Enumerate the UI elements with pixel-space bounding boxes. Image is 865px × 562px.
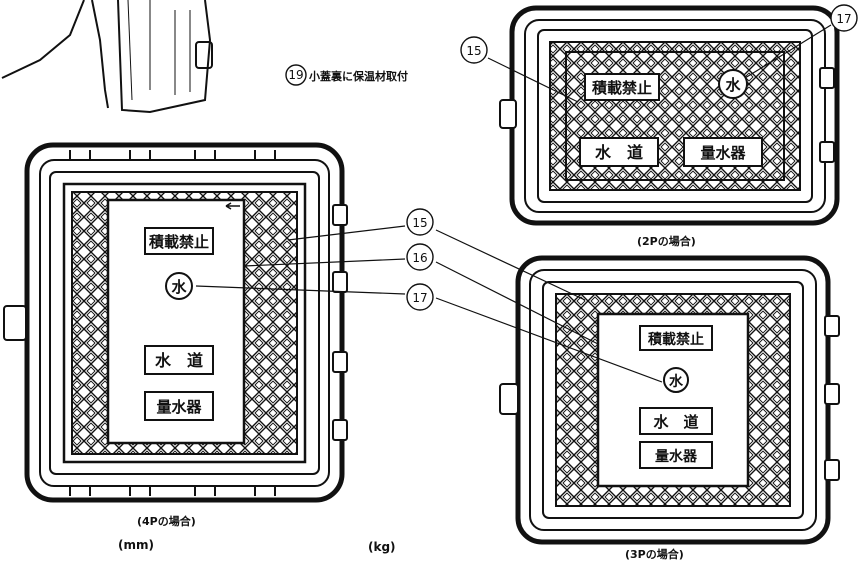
meter-label: 量水器 (156, 398, 202, 416)
no-load-label: 積載禁止 (591, 79, 652, 97)
note-19-text: 小蓋裏に保温材取付 (309, 70, 408, 83)
water-symbol: 水 (725, 76, 741, 94)
note-number: 19 (288, 68, 303, 82)
waterworks-label: 水 道 (595, 143, 643, 162)
meter-label: 量水器 (700, 144, 746, 162)
box-2p: 積載禁止 水 水 道 量水器 (499, 5, 840, 226)
meter-label: 量水器 (655, 448, 698, 465)
callout-17-left: 17 (406, 283, 434, 311)
callout-number: 17 (412, 291, 427, 305)
callout-15-top: 15 (460, 36, 488, 64)
unit-mm: (mm) (118, 538, 154, 552)
side-view (1, 0, 213, 114)
water-symbol: 水 (669, 373, 684, 390)
plate-3p: 積載禁止 水 水 道 量水器 (639, 325, 713, 469)
callout-number: 15 (466, 44, 481, 58)
callout-number: 16 (412, 251, 427, 265)
callout-17-top: 17 (830, 4, 858, 32)
water-symbol: 水 (171, 278, 187, 296)
callout-number: 15 (412, 216, 427, 230)
no-load-label: 積載禁止 (148, 233, 209, 251)
box-3p: 積載禁止 水 水 道 量水器 (499, 255, 840, 545)
callout-15-left: 15 (406, 208, 434, 236)
plate-4p: 積載禁止 水 水 道 量水器 (144, 227, 214, 421)
callout-number: 17 (836, 12, 851, 26)
leader-lines (195, 24, 832, 383)
callout-16: 16 (406, 243, 434, 271)
note-19-marker: 19 (285, 64, 307, 86)
plate-2p: 積載禁止 水 水 道 量水器 (579, 69, 763, 167)
no-load-label: 積載禁止 (647, 331, 704, 348)
caption-4p: (4Pの場合) (137, 515, 196, 528)
waterworks-label: 水 道 (155, 351, 203, 370)
caption-2p: (2Pの場合) (637, 235, 696, 248)
unit-kg: (kg) (368, 540, 396, 554)
box-4p: 積載禁止 水 水 道 量水器 (3, 142, 348, 503)
waterworks-label: 水 道 (653, 413, 698, 431)
caption-3p: (3Pの場合) (625, 548, 684, 561)
